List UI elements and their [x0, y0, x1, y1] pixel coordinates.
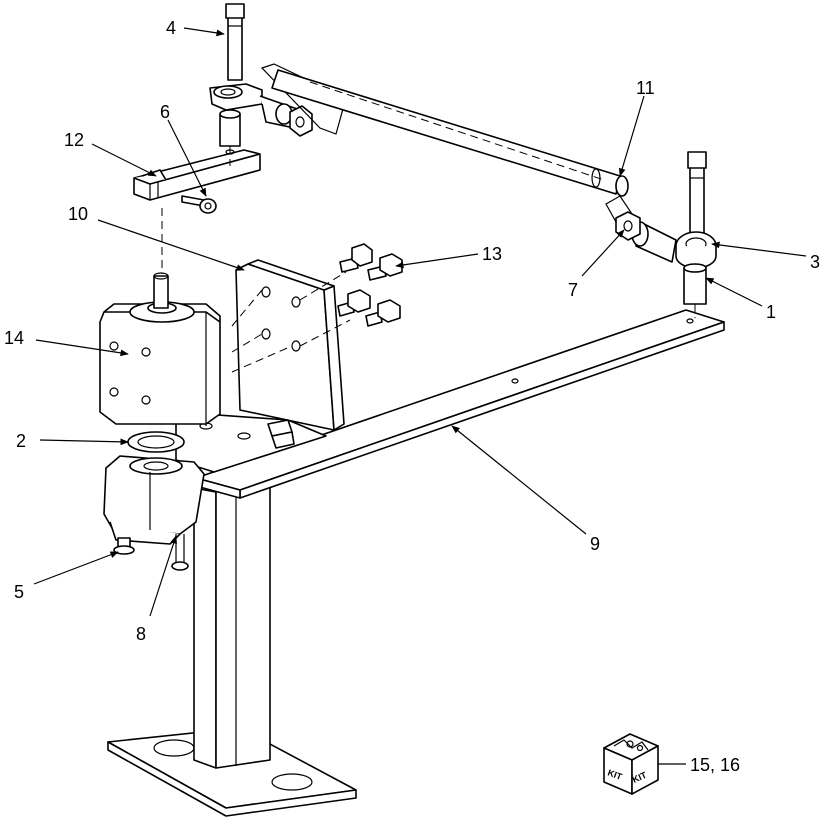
top-left-rod-end	[209, 3, 313, 147]
callout-2: 2	[16, 431, 26, 451]
callout-3: 3	[810, 252, 820, 272]
ring-washer	[127, 431, 185, 453]
callout-9: 9	[590, 534, 600, 554]
callout-6: 6	[160, 102, 170, 122]
tie-rod	[260, 63, 633, 223]
bracket-bolt	[267, 419, 295, 449]
hex-bolt	[339, 243, 373, 273]
callout-14: 14	[4, 328, 24, 348]
vertical-post	[193, 481, 271, 769]
callout-13: 13	[482, 244, 502, 264]
set-screw	[113, 537, 135, 555]
callout-10: 10	[68, 204, 88, 224]
hex-bolts	[337, 243, 403, 327]
motor	[99, 208, 221, 425]
callout-labels: 4 6 12 10 11 13 3 7 1 14 2 9 5 8 15, 16	[4, 18, 820, 775]
coupler	[103, 455, 205, 545]
callout-5: 5	[14, 582, 24, 602]
hex-bolt	[367, 253, 403, 281]
callout-1: 1	[766, 302, 776, 322]
callout-11: 11	[636, 78, 655, 98]
kit-label-left: KIT	[606, 767, 624, 782]
callout-12: 12	[64, 130, 84, 150]
callout-4: 4	[166, 18, 176, 38]
clamp-screw	[181, 195, 217, 214]
hex-bolt	[337, 289, 371, 317]
hex-bolt	[365, 299, 401, 327]
bracket-plate	[231, 259, 351, 431]
callout-8: 8	[136, 624, 146, 644]
kit-box-icon: KIT KIT	[603, 733, 659, 795]
callout-15-16: 15, 16	[690, 755, 740, 775]
callout-7: 7	[568, 280, 578, 300]
right-rod-end	[615, 151, 717, 318]
leader-lines	[33, 27, 807, 765]
